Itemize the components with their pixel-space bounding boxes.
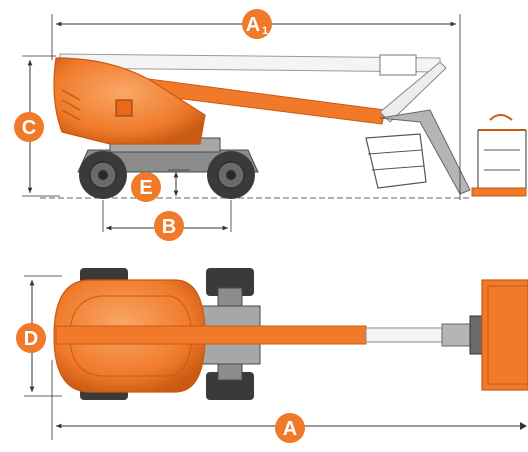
top-boom-main [55,325,367,345]
top-boom-joint [441,323,473,347]
side-turret-vents [61,89,81,121]
badge-e-letter: E [139,177,152,199]
badge-c: C [14,112,44,142]
badge-d-letter: D [24,328,38,350]
badge-a-letter: A [283,418,297,440]
badge-a1-subscript: 1 [262,25,268,37]
side-wheel-front [79,151,127,199]
badge-c-letter: C [22,117,36,139]
side-wheel-rear [207,151,255,199]
top-platform-inner [487,285,528,385]
top-boom-upper [365,327,443,343]
badge-d: D [16,323,46,353]
side-control-box [115,99,133,117]
side-boom-upper-joint [379,54,417,76]
badge-a1-letter: A [246,14,260,36]
badge-e: E [131,172,161,202]
badge-a: A [275,413,305,443]
top-platform [481,279,528,391]
top-view: D A [16,268,528,443]
side-basket-orange [471,114,527,197]
badge-a1: A 1 [242,9,272,39]
side-view: A 1 C E B [14,9,527,241]
dimension-e [168,169,190,196]
badge-b: B [154,211,184,241]
side-jib-link [379,109,471,195]
side-basket-stowed [365,133,427,189]
badge-b-letter: B [162,216,176,238]
